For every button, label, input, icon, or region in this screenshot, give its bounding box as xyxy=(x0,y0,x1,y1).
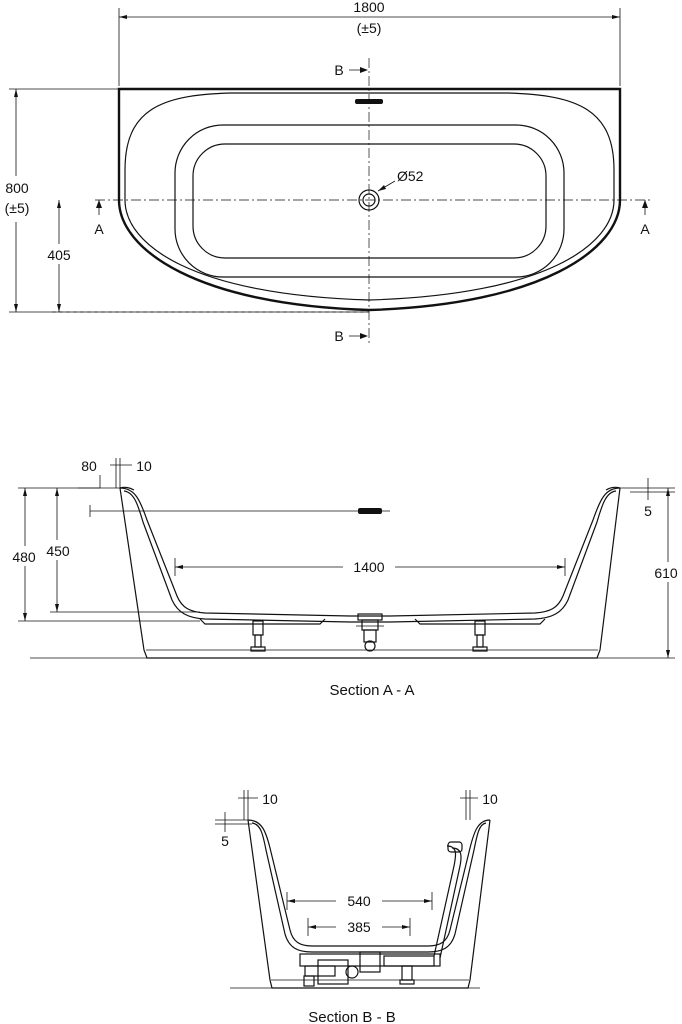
width-tolerance-label: (±5) xyxy=(5,200,30,216)
svg-text:A: A xyxy=(640,221,650,237)
section-aa-inner-length-dim: 1400 xyxy=(174,557,566,577)
section-a-a: 80 10 480 450 xyxy=(6,458,682,699)
section-bb-inner-540-dim: 540 xyxy=(286,891,433,911)
svg-text:1400: 1400 xyxy=(353,559,384,575)
section-bb-top-5-dim: 5 xyxy=(215,812,252,849)
section-aa-inner-wall xyxy=(119,487,621,617)
svg-text:10: 10 xyxy=(482,791,498,807)
svg-text:480: 480 xyxy=(12,549,36,565)
section-aa-right-dims: 5 610 xyxy=(620,478,682,658)
svg-text:540: 540 xyxy=(347,893,371,909)
section-aa-waste-trap xyxy=(356,613,384,652)
section-aa-outer-shell xyxy=(119,487,621,659)
section-bb-outer-shell xyxy=(247,819,491,989)
length-tolerance-label: (±5) xyxy=(357,20,382,36)
tub-rim-curve xyxy=(124,92,615,301)
section-marker-b-bottom: B xyxy=(334,328,368,344)
svg-text:385: 385 xyxy=(347,919,371,935)
waste-diameter-label: Ø52 xyxy=(397,168,424,184)
width-dimension: 800 (±5) xyxy=(0,88,369,313)
section-bb-top-dims: 10 10 xyxy=(238,790,498,820)
svg-text:80: 80 xyxy=(81,458,97,474)
section-marker-a-right: A xyxy=(640,200,650,237)
section-aa-feet xyxy=(250,620,488,652)
section-bb-inner-wall xyxy=(247,819,491,947)
section-aa-top-dims: 80 10 xyxy=(78,458,152,489)
section-aa-caption: Section A - A xyxy=(329,682,414,699)
section-marker-b-top: B xyxy=(334,62,368,78)
svg-text:5: 5 xyxy=(644,503,652,519)
svg-text:5: 5 xyxy=(221,833,229,849)
section-bb-inner-385-dim: 385 xyxy=(307,917,411,937)
length-dimension: 1800 (±5) xyxy=(118,0,621,86)
section-marker-a-left: A xyxy=(94,200,104,237)
width-label: 800 xyxy=(5,180,29,196)
svg-text:610: 610 xyxy=(654,565,678,581)
plan-view: 1800 (±5) Ø52 800 xyxy=(0,0,650,345)
offset-dimension: 405 xyxy=(42,200,369,313)
svg-text:10: 10 xyxy=(136,458,152,474)
svg-text:A: A xyxy=(94,221,104,237)
length-label: 1800 xyxy=(353,0,384,15)
tub-outer-outline xyxy=(117,87,622,312)
section-bb-waste-assembly xyxy=(299,951,441,987)
svg-text:B: B xyxy=(334,328,343,344)
svg-text:450: 450 xyxy=(46,543,70,559)
svg-text:10: 10 xyxy=(262,791,278,807)
tub-basin-outer xyxy=(174,124,565,278)
section-b-b: 10 10 5 540 xyxy=(215,790,498,1024)
tub-basin-inner xyxy=(192,143,547,259)
svg-text:B: B xyxy=(334,62,343,78)
section-aa-height-dims: 480 450 xyxy=(6,487,200,622)
section-bb-caption: Section B - B xyxy=(308,1009,396,1024)
offset-label: 405 xyxy=(47,247,71,263)
